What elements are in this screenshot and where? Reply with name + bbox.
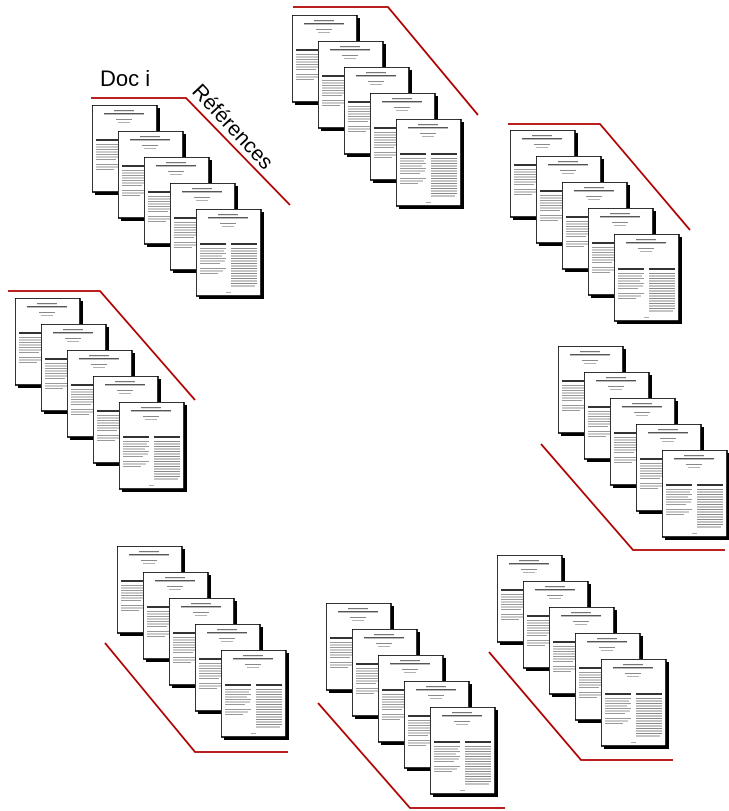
stack-bracket-line [317, 702, 505, 809]
document-stack [104, 546, 289, 753]
document-stack [8, 290, 196, 492]
document-page-icon [221, 650, 289, 740]
document-stack [91, 97, 291, 299]
document-page-icon [396, 119, 464, 209]
document-stack [317, 603, 505, 809]
stack-bracket-line [488, 651, 673, 761]
stack-bracket-line [508, 123, 691, 231]
stack-bracket-line [293, 6, 479, 116]
document-stack [488, 555, 673, 761]
stack-bracket-line [91, 97, 291, 206]
stack-bracket-line [8, 290, 196, 401]
stack-bracket-line [540, 443, 725, 551]
document-stack [508, 123, 691, 324]
document-page-icon [601, 659, 669, 749]
document-stack [540, 346, 729, 551]
document-page-icon [119, 402, 187, 492]
document-page-icon [614, 234, 682, 324]
stacks-layer [8, 6, 729, 809]
stack-bracket-line [104, 642, 288, 753]
document-stack [292, 6, 479, 209]
doc-label: Doc i [100, 66, 150, 91]
document-page-icon [662, 450, 729, 540]
document-page-icon [196, 209, 264, 299]
document-page-icon [430, 707, 498, 797]
